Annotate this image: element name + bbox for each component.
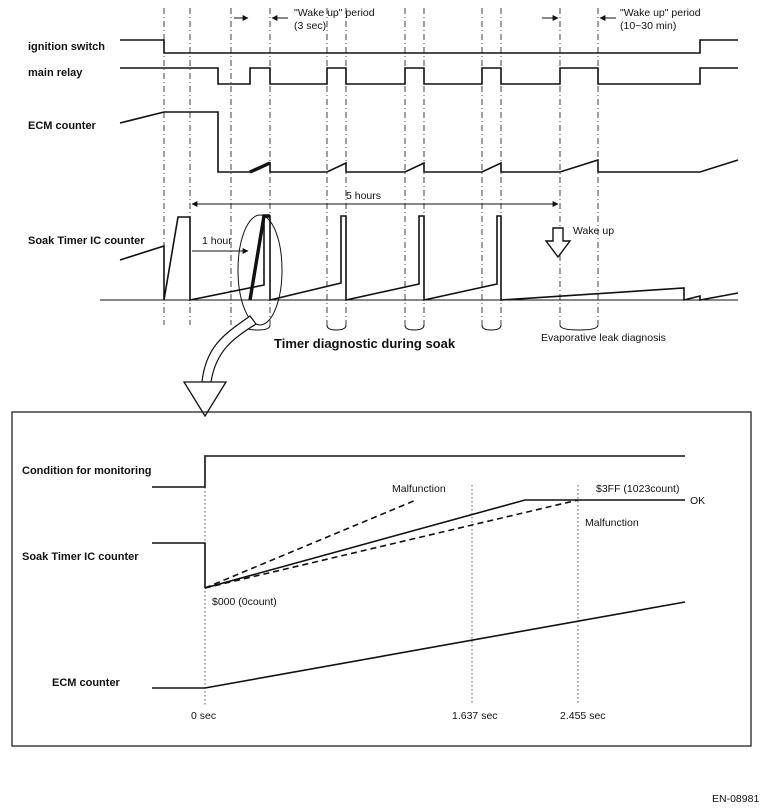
figure-id-label: EN-08981 bbox=[712, 793, 759, 805]
ignition-switch-label: ignition switch bbox=[28, 41, 105, 53]
soak-timer-label: Soak Timer IC counter bbox=[28, 235, 145, 247]
ecm-counter-highlight bbox=[249, 161, 271, 174]
soak-timer-normal-line bbox=[204, 499, 685, 589]
wake-up-period-duration-1: (3 sec) bbox=[294, 20, 326, 32]
main-relay-label: main relay bbox=[28, 67, 83, 79]
malfunction-fast-line bbox=[204, 499, 417, 589]
condition-monitoring-signal bbox=[152, 455, 685, 488]
one-hour-label: 1 hour bbox=[202, 235, 232, 247]
time-label-0: 0 sec bbox=[191, 710, 216, 722]
ignition-switch-signal bbox=[120, 39, 738, 54]
time-label-2455: 2.455 sec bbox=[560, 710, 606, 722]
evap-leak-label: Evaporative leak diagnosis bbox=[541, 332, 666, 344]
ok-label: OK bbox=[690, 495, 705, 507]
wake-up-period-label-1: "Wake up" period bbox=[294, 7, 375, 19]
wake-up-period-duration-2: (10~30 min) bbox=[620, 20, 676, 32]
malfunction-lower-label: Malfunction bbox=[585, 517, 639, 529]
max-count-label: $3FF (1023count) bbox=[596, 483, 679, 495]
ecm-counter-signal bbox=[119, 111, 739, 173]
time-guides bbox=[163, 8, 599, 325]
detail-soak-timer-label: Soak Timer IC counter bbox=[22, 551, 139, 563]
main-relay-signal bbox=[120, 67, 738, 85]
time-label-1637: 1.637 sec bbox=[452, 710, 498, 722]
zoom-arrow-icon bbox=[182, 381, 228, 418]
detail-ecm-counter-label: ECM counter bbox=[52, 677, 121, 689]
wake-up-period-label-2: "Wake up" period bbox=[620, 7, 701, 19]
zero-count-label: $000 (0count) bbox=[212, 596, 277, 608]
detail-ecm-counter-signal bbox=[152, 601, 686, 689]
curved-connector-arrow bbox=[201, 315, 257, 383]
detail-section: Condition for monitoring Soak Timer IC c… bbox=[11, 411, 752, 747]
top-timing-section: "Wake up" period (3 sec) "Wake up" perio… bbox=[28, 7, 739, 418]
malfunction-slow-line bbox=[204, 499, 579, 589]
diagnostic-braces bbox=[243, 324, 599, 331]
malfunction-upper-label: Malfunction bbox=[392, 483, 446, 495]
diagnostic-highlight-ellipse bbox=[237, 214, 283, 326]
condition-monitoring-label: Condition for monitoring bbox=[22, 465, 152, 477]
wake-up-label: Wake up bbox=[573, 225, 614, 237]
ecm-counter-label: ECM counter bbox=[28, 120, 97, 132]
soak-timer-highlight bbox=[248, 214, 270, 301]
soak-timer-signal bbox=[100, 214, 739, 302]
detail-frame bbox=[11, 411, 752, 747]
five-hours-label: 5 hours bbox=[346, 190, 381, 202]
timer-diagnostic-title: Timer diagnostic during soak bbox=[274, 336, 456, 351]
detail-soak-timer-pre bbox=[152, 542, 206, 588]
wake-up-arrow-icon bbox=[544, 227, 572, 259]
